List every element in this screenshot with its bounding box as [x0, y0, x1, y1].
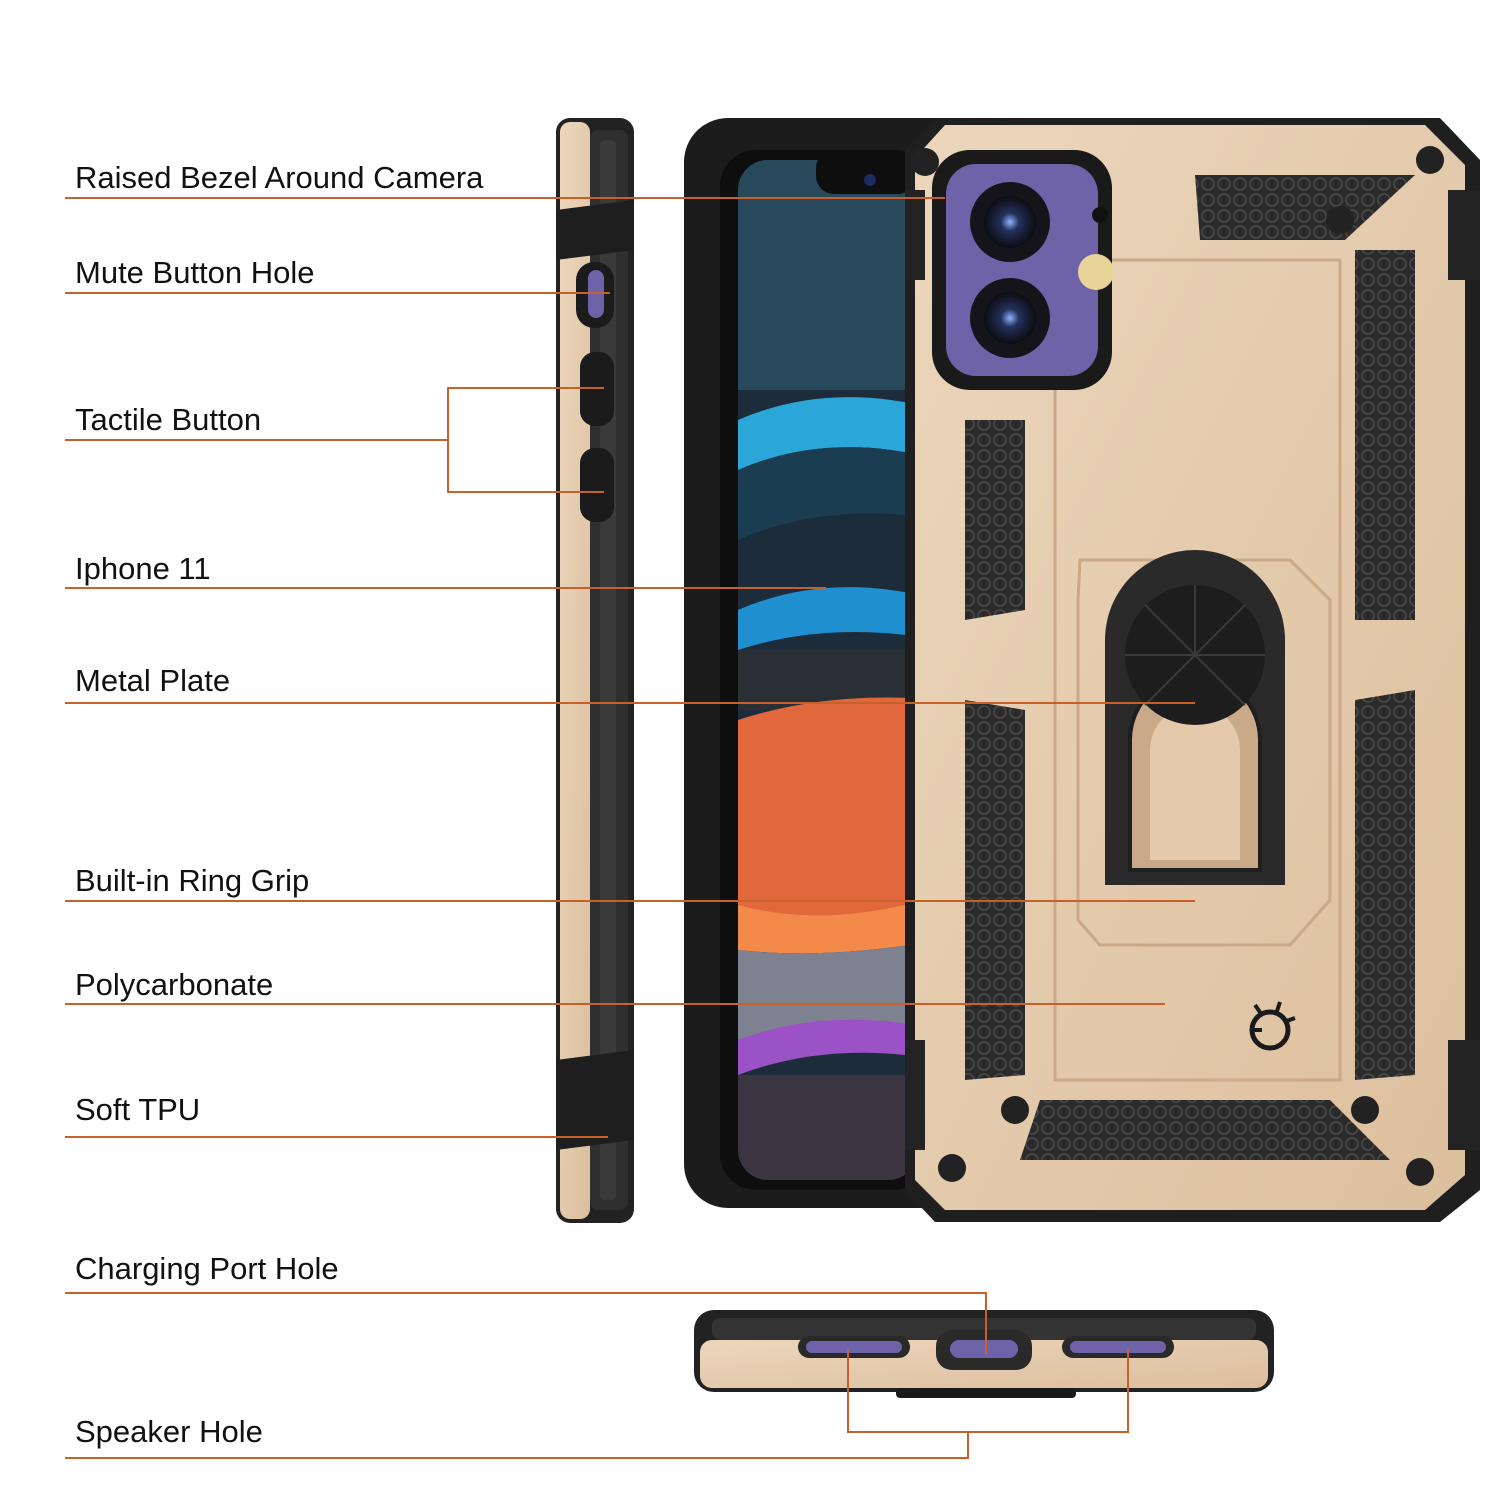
leader-speaker-bracket	[847, 1349, 1129, 1433]
label-raised-bezel: Raised Bezel Around Camera	[75, 160, 484, 195]
label-mute-button-hole: Mute Button Hole	[75, 255, 315, 290]
label-metal-plate: Metal Plate	[75, 663, 231, 698]
label-polycarbonate: Polycarbonate	[75, 967, 274, 1002]
leader-speaker-hole	[65, 1432, 969, 1459]
label-soft-tpu: Soft TPU	[75, 1092, 201, 1127]
leader-charging-port	[65, 1292, 987, 1354]
label-charging-port-hole: Charging Port Hole	[75, 1251, 339, 1286]
label-iphone-11: Iphone 11	[75, 551, 211, 586]
bottom-view	[694, 1310, 1274, 1398]
leader-lines	[65, 197, 1195, 1459]
brand-logo-icon	[1249, 1001, 1296, 1051]
label-tactile-button: Tactile Button	[75, 402, 262, 437]
label-speaker-hole: Speaker Hole	[75, 1414, 263, 1449]
side-view	[556, 118, 634, 1223]
leader-tactile-bracket	[447, 387, 604, 493]
label-ring-grip: Built-in Ring Grip	[75, 863, 310, 898]
phone-back-case	[905, 118, 1480, 1222]
